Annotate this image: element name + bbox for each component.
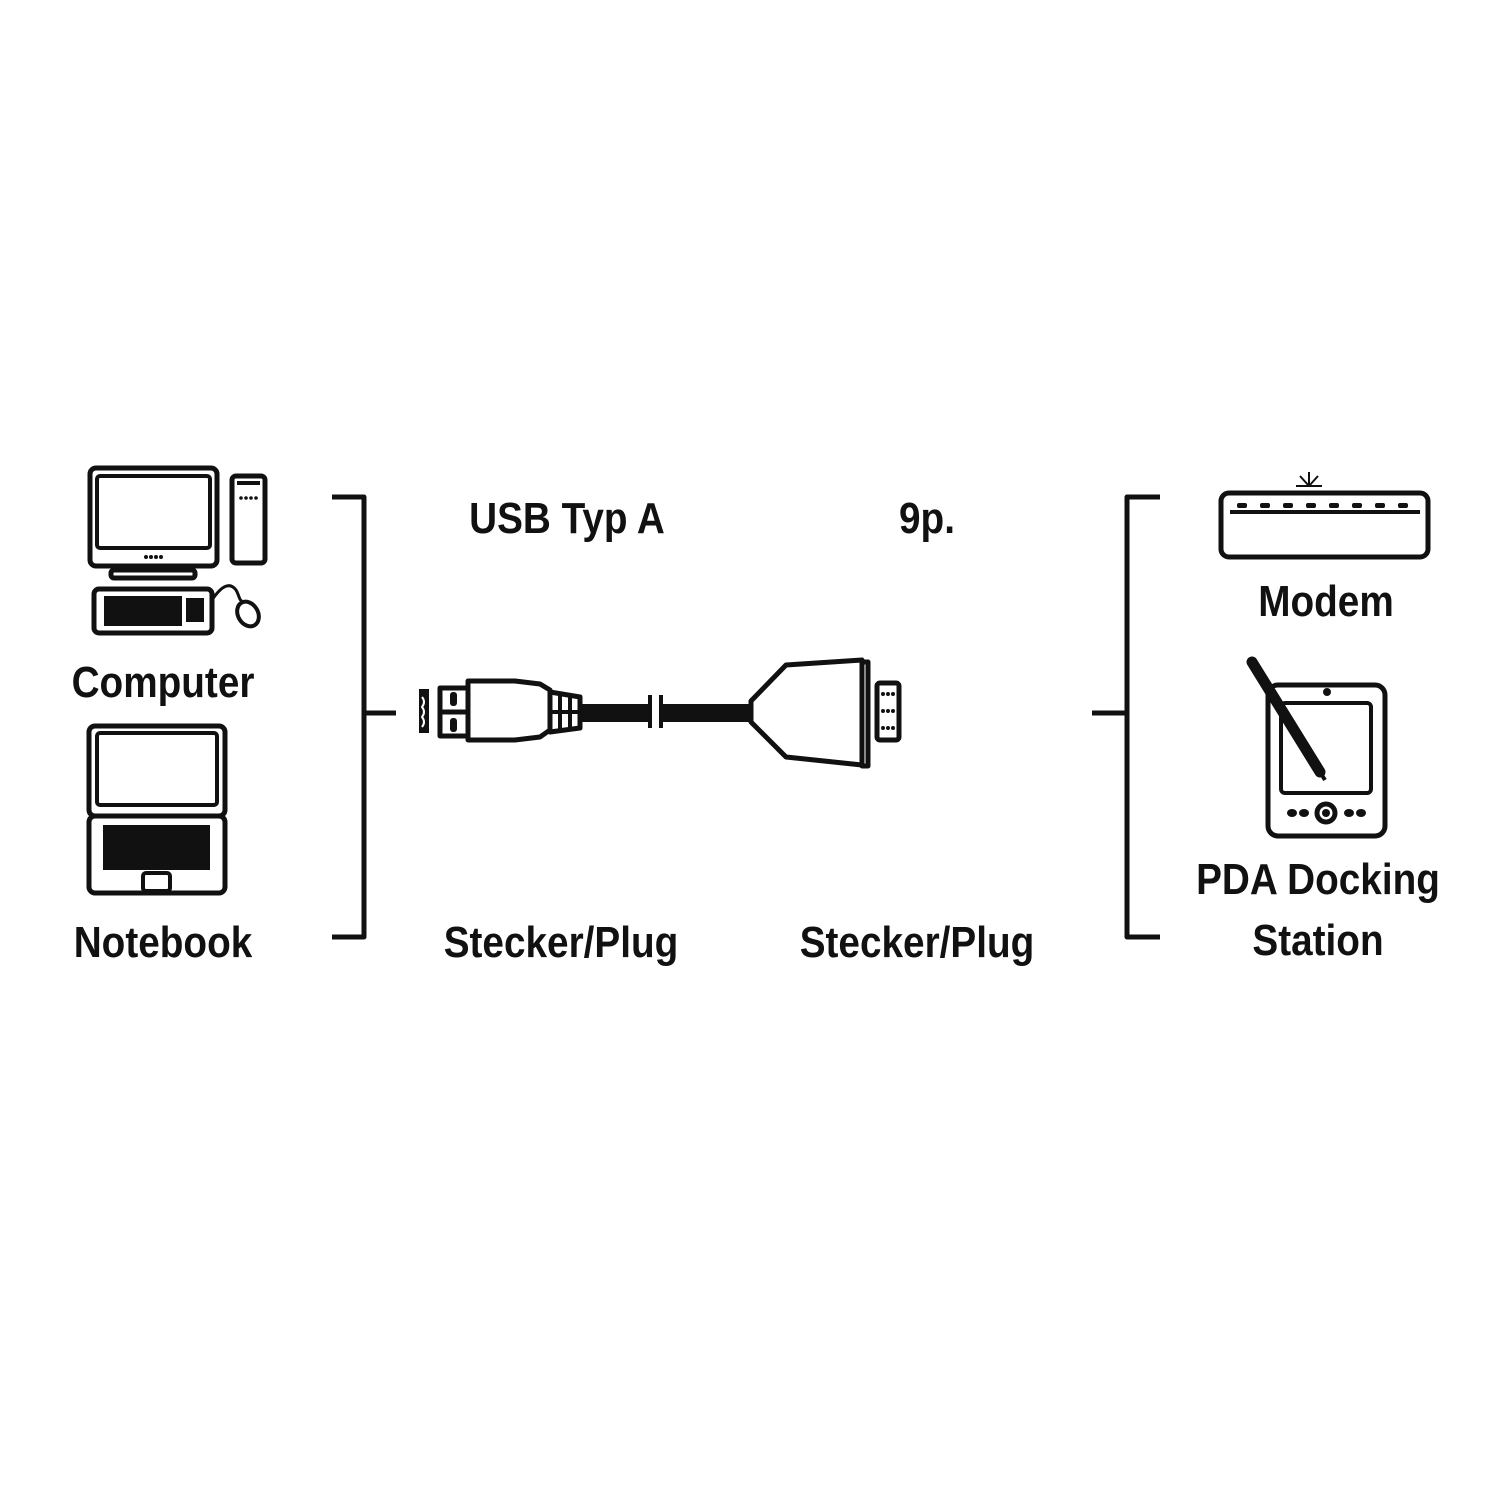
notebook-icon bbox=[86, 723, 228, 896]
modem-icon bbox=[1218, 472, 1431, 560]
pda-icon bbox=[1246, 656, 1388, 839]
computer-label: Computer bbox=[71, 658, 255, 707]
usb-gender-label: Stecker/Plug bbox=[443, 918, 679, 967]
usb-a-plug-icon bbox=[419, 678, 753, 743]
pda-label-line1: PDA Docking bbox=[1196, 855, 1440, 904]
left-bracket bbox=[332, 494, 396, 940]
notebook-label: Notebook bbox=[73, 918, 253, 967]
right-bracket bbox=[1092, 494, 1160, 940]
usb-type-label: USB Typ A bbox=[469, 494, 665, 543]
db9-gender-label: Stecker/Plug bbox=[799, 918, 1035, 967]
modem-label: Modem bbox=[1258, 577, 1394, 626]
pda-label-line2: Station bbox=[1252, 916, 1384, 965]
db9-type-label: 9p. bbox=[899, 494, 955, 543]
computer-icon bbox=[87, 465, 268, 636]
db9-plug-icon bbox=[748, 657, 902, 769]
